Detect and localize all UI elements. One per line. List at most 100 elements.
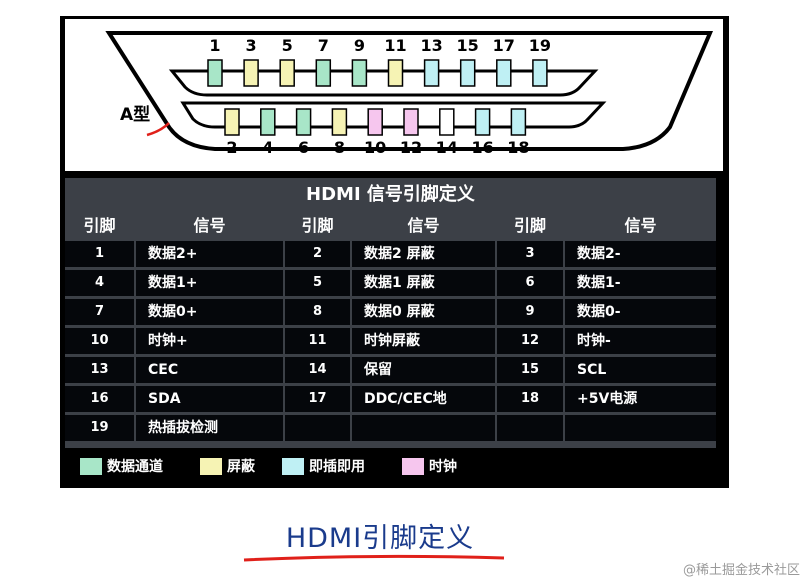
pin-cell: 14 (285, 357, 350, 383)
pin-cell: 15 (497, 357, 563, 383)
pin-cell: 7 (65, 299, 134, 325)
legend-swatch (200, 458, 222, 475)
signal-cell: 数据0 屏蔽 (352, 299, 495, 325)
signal-cell (352, 415, 495, 441)
signal-cell: 时钟+ (136, 328, 283, 354)
top-pin-number: 17 (492, 36, 515, 55)
top-pin-1 (207, 59, 223, 87)
bottom-pin-6 (295, 108, 312, 136)
header-pin: 引脚 (301, 216, 334, 235)
signal-cell: 数据0- (565, 299, 716, 325)
bottom-pin-4 (260, 108, 276, 136)
pin-cell: 4 (65, 270, 134, 296)
pin-cell: 2 (285, 241, 350, 267)
signal-cell: 数据1+ (136, 270, 283, 296)
bottom-pin-16 (474, 108, 491, 136)
legend-label: 时钟 (429, 459, 457, 475)
top-pin-7 (315, 59, 332, 87)
bottom-pin-number: 4 (262, 138, 274, 157)
connector-type-label: A型 (120, 105, 151, 125)
type-label-mark (146, 122, 170, 137)
bottom-pin-14 (439, 108, 455, 136)
bottom-pin-number: 18 (507, 138, 530, 157)
signal-cell: SDA (136, 386, 283, 412)
top-pin-number: 19 (528, 36, 552, 55)
signal-cell: 时钟屏蔽 (352, 328, 495, 354)
pin-cell: 19 (65, 415, 134, 441)
top-pin-11 (387, 59, 404, 87)
top-pin-19 (532, 59, 548, 87)
pin-cell (285, 415, 350, 441)
pin-cell: 6 (497, 270, 563, 296)
top-pin-number: 11 (384, 36, 407, 55)
pin-cell: 5 (285, 270, 350, 296)
top-pin-13 (423, 59, 440, 87)
signal-cell: 数据1 屏蔽 (352, 270, 495, 296)
top-pin-number: 1 (209, 36, 221, 55)
header-signal: 信号 (407, 216, 440, 235)
connector-inner-tongue-lower (180, 101, 607, 129)
bottom-pin-12 (403, 108, 419, 136)
bottom-pin-18 (510, 108, 527, 136)
pin-cell: 18 (497, 386, 563, 412)
signal-cell: 数据2- (565, 241, 716, 267)
pin-cell (497, 415, 563, 441)
pin-cell: 10 (65, 328, 134, 354)
signal-cell: 数据0+ (136, 299, 283, 325)
top-pin-number: 3 (245, 36, 257, 55)
bottom-pin-row (224, 108, 527, 136)
signal-cell: 时钟- (565, 328, 716, 354)
table-title: HDMI 信号引脚定义 (306, 184, 475, 205)
signal-cell: 热插拔检测 (136, 415, 283, 441)
top-pin-17 (496, 59, 512, 87)
pin-cell: 8 (285, 299, 350, 325)
top-pin-15 (459, 59, 476, 87)
signal-cell: CEC (136, 357, 283, 383)
signal-cell: 保留 (352, 357, 495, 383)
legend-swatch (402, 458, 424, 475)
signal-cell: 数据1- (565, 270, 716, 296)
signal-cell: 数据2+ (136, 241, 283, 267)
top-pin-number: 15 (456, 36, 479, 55)
legend-label: 屏蔽 (227, 459, 255, 475)
legend-swatch (80, 458, 102, 475)
bottom-pin-2 (224, 108, 240, 136)
watermark: @稀土掘金技术社区 (682, 563, 800, 578)
header-pin: 引脚 (83, 216, 116, 235)
signal-cell (565, 415, 716, 441)
pin-cell: 13 (65, 357, 134, 383)
legend-label: 数据通道 (107, 459, 163, 475)
bottom-pin-number: 14 (435, 138, 458, 157)
connector-outline (105, 31, 714, 151)
top-pin-3 (243, 59, 259, 87)
pin-cell: 12 (497, 328, 563, 354)
top-pin-number: 7 (317, 36, 329, 55)
top-pin-number: 13 (420, 36, 443, 55)
bottom-pin-10 (367, 108, 383, 136)
bottom-pin-8 (331, 108, 348, 136)
top-pin-5 (279, 59, 295, 87)
bottom-pin-number: 2 (226, 138, 238, 157)
pin-cell: 1 (65, 241, 134, 267)
signal-cell: +5V电源 (565, 386, 716, 412)
page-caption: HDMI引脚定义 (285, 523, 475, 554)
legend-swatch (282, 458, 304, 475)
header-signal: 信号 (193, 216, 226, 235)
pin-cell: 16 (65, 386, 134, 412)
legend-label: 即插即用 (309, 459, 365, 475)
header-pin: 引脚 (513, 216, 546, 235)
connector-inner-tongue (168, 69, 599, 97)
bottom-pin-number: 16 (471, 138, 494, 157)
top-pin-number: 9 (353, 36, 365, 55)
bottom-pin-number: 10 (364, 138, 387, 157)
bottom-pin-number: 8 (333, 138, 345, 157)
header-signal: 信号 (624, 216, 657, 235)
bottom-pin-number: 12 (399, 138, 423, 157)
bottom-pin-number: 6 (298, 138, 310, 157)
pin-cell: 11 (285, 328, 350, 354)
top-pin-number: 5 (281, 36, 293, 55)
pin-cell: 3 (497, 241, 563, 267)
signal-cell: DDC/CEC地 (352, 386, 495, 412)
